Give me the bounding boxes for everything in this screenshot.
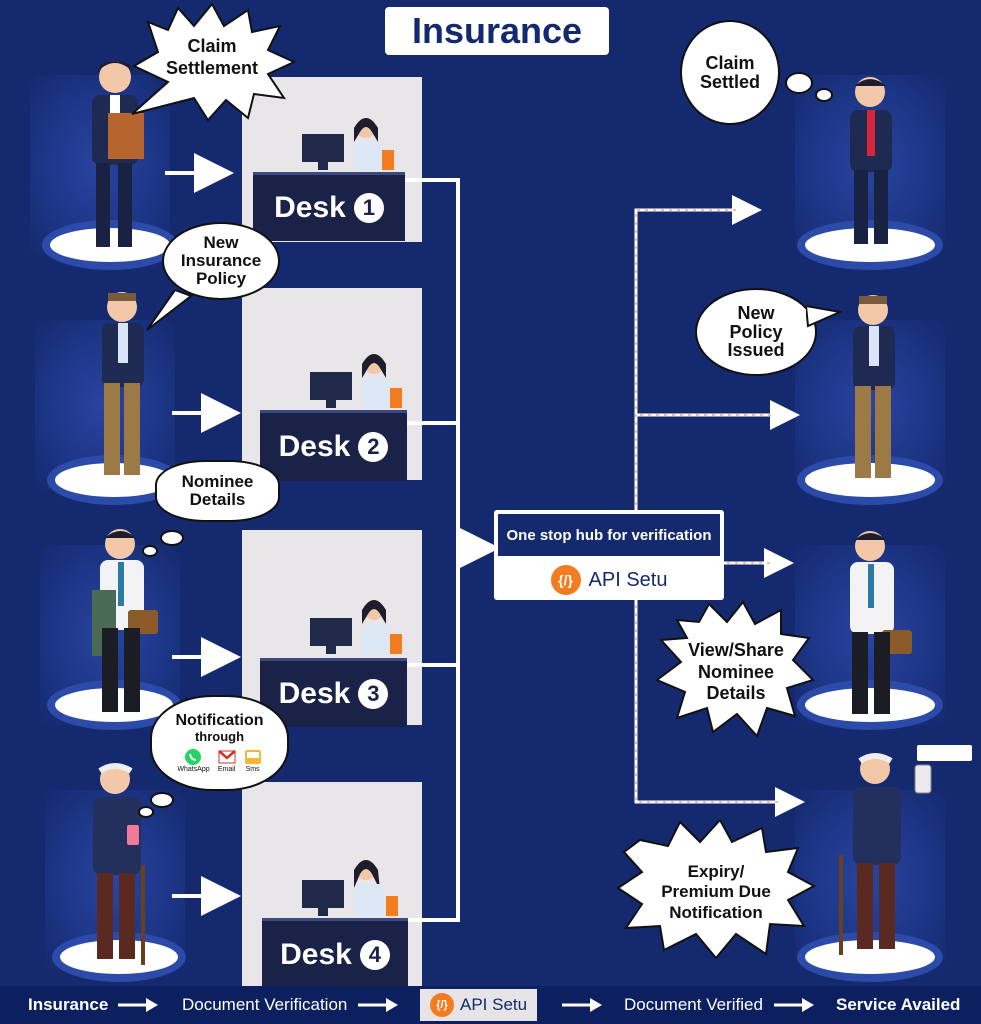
sms-icon — [244, 749, 261, 764]
phone-notification — [917, 745, 972, 761]
channel-label: Email — [217, 765, 236, 773]
person-icon — [102, 292, 144, 475]
desk-worker-icon — [302, 118, 394, 170]
flow-step-document-verification: Document Verification — [182, 995, 348, 1014]
desk-connector — [405, 178, 460, 922]
channel-sms: Sms — [244, 748, 262, 773]
person-icon — [92, 61, 144, 247]
flow-connectors — [165, 153, 805, 922]
arrow-right-icon — [358, 998, 398, 1012]
channel-email: Email — [217, 748, 236, 773]
arrow-to-expiry — [634, 600, 805, 817]
bubble-notification: Notification through WhatsApp Email Sms — [150, 695, 289, 791]
hub-title: One stop hub for verification — [498, 514, 720, 556]
bubble-expiry-notification: Expiry/ Premium Due Notification — [661, 862, 771, 922]
arrow-right-icon — [774, 998, 814, 1012]
desk-worker-icon — [310, 354, 402, 408]
desk-4-plate: Desk 4 — [262, 918, 408, 989]
thought-dot — [785, 72, 813, 94]
notification-through: through — [194, 728, 245, 744]
floor-disc — [805, 228, 935, 262]
desk-number: 1 — [353, 193, 384, 223]
channel-whatsapp: WhatsApp — [177, 748, 210, 773]
person-icon — [850, 77, 892, 244]
api-setu-logo-icon: {/} — [430, 993, 454, 1017]
email-icon — [217, 749, 236, 764]
thought-dot — [142, 545, 158, 557]
bubble-shape — [616, 820, 816, 960]
bubble-claim-settled: Claim Settled — [680, 20, 780, 125]
desk-label: Desk — [274, 191, 346, 224]
desk-number: 2 — [358, 432, 389, 462]
bubble-shape — [131, 2, 297, 122]
api-setu-logo-icon: {/} — [550, 565, 581, 595]
desk-number: 3 — [358, 679, 389, 709]
thought-dot — [150, 792, 174, 808]
flow-step-insurance: Insurance — [28, 995, 109, 1014]
bubble-nominee-details: Nominee Details — [155, 460, 280, 522]
flow-step-label: API Setu — [460, 995, 528, 1014]
person-icon — [92, 529, 158, 712]
bubble-new-policy-issued: New Policy Issued — [695, 288, 817, 376]
notification-title: Notification — [175, 712, 264, 730]
arrow-right-icon — [562, 998, 602, 1012]
channel-row: WhatsApp Email Sms — [177, 748, 261, 773]
flow-bar: Insurance Document Verification {/} API … — [0, 986, 981, 1024]
person-icon — [839, 753, 932, 955]
bubble-tail — [146, 290, 194, 331]
desk-label: Desk — [280, 938, 352, 971]
desk-label: Desk — [278, 430, 351, 463]
desk-3-plate: Desk 3 — [260, 658, 407, 727]
thought-dot — [815, 88, 833, 102]
bubble-new-insurance-policy: New Insurance Policy — [162, 222, 280, 300]
floor-disc — [805, 688, 935, 722]
arrow-right-icon — [118, 998, 158, 1012]
page-title: Insurance — [385, 7, 609, 55]
flow-step-document-verified: Document Verified — [624, 995, 763, 1014]
verification-hub: One stop hub for verification {/} API Se… — [494, 510, 724, 600]
desk-worker-icon — [310, 600, 402, 654]
person-icon — [93, 763, 145, 965]
bubble-tail — [806, 304, 842, 328]
desk-label: Desk — [278, 677, 351, 710]
bubble-shape — [655, 600, 815, 738]
desk-1-plate: Desk 1 — [253, 172, 405, 241]
thought-dot — [138, 806, 154, 818]
desk-worker-icon — [302, 860, 398, 916]
desk-number: 4 — [359, 940, 390, 970]
channel-label: Sms — [245, 765, 260, 773]
hub-name: API Setu — [588, 568, 668, 591]
hub-brand: {/} API Setu — [494, 560, 724, 600]
bubble-claim-settlement: Claim Settlement — [165, 36, 259, 78]
desk-2-plate: Desk 2 — [260, 410, 407, 481]
flow-step-api-setu: {/} API Setu — [420, 989, 538, 1021]
bubble-view-share-nominee: View/Share Nominee Details — [688, 640, 784, 704]
thought-dot — [160, 530, 184, 546]
flow-step-service-availed: Service Availed — [836, 995, 961, 1014]
person-icon — [850, 531, 912, 714]
whatsapp-icon — [185, 748, 202, 765]
channel-label: WhatsApp — [177, 765, 210, 773]
person-icon — [853, 295, 895, 478]
